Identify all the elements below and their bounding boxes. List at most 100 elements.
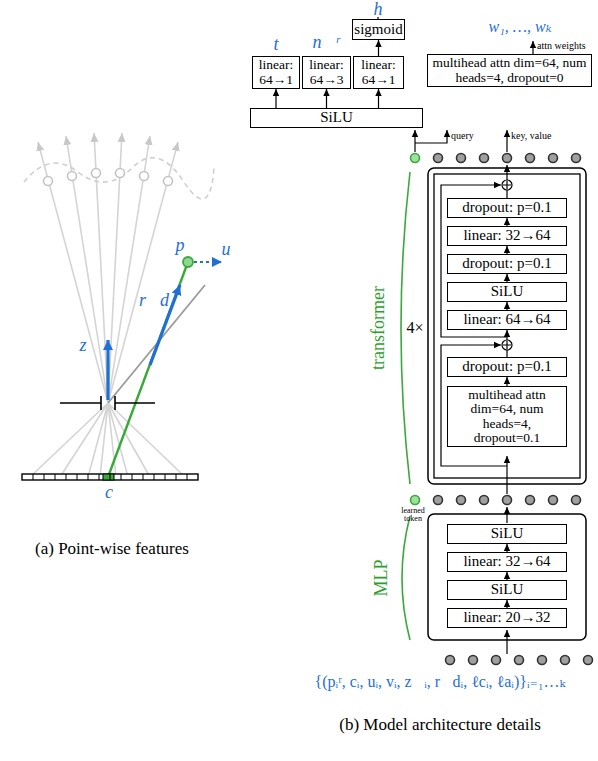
pixel-label: c	[105, 483, 113, 503]
subcaption: (b) Model architecture details	[339, 716, 541, 735]
repeat-block-outline	[434, 174, 580, 478]
group-label: MLP	[372, 559, 392, 596]
activation-box: SiLU	[447, 524, 567, 544]
linear-layer: linear: 64→3	[302, 56, 351, 89]
activation-box: SiLU	[447, 282, 567, 302]
token-dot	[492, 656, 501, 665]
token-dot	[457, 154, 466, 163]
output-label: w₁, …, wₖ	[489, 18, 552, 36]
output-label: h	[374, 0, 383, 20]
vector-label: z⃗	[79, 336, 100, 356]
flow-arrow	[506, 246, 507, 254]
note-label: learned token	[399, 507, 427, 523]
depth-curve	[24, 158, 214, 199]
linear-layer: linear: 32→64	[447, 226, 567, 246]
sigmoid-box: sigmoid	[352, 19, 405, 40]
activation-box: SiLU	[250, 108, 423, 128]
note-label: attn weights	[537, 40, 586, 51]
node-label: linear: 64→3	[303, 58, 350, 86]
node-label: linear: 64→64	[463, 312, 550, 328]
flow-arrow	[506, 274, 507, 282]
pixel-ray	[108, 262, 188, 477]
node-label: SiLU	[491, 582, 524, 598]
token-dot	[526, 496, 535, 505]
linear-layer: linear: 64→1	[353, 56, 404, 89]
token-dot	[434, 496, 443, 505]
z-axis-arrow	[106, 340, 109, 400]
note-label: query	[451, 130, 474, 141]
token-dot	[572, 154, 581, 163]
node-label: linear: 64→1	[354, 58, 403, 86]
point-label: u	[222, 240, 231, 260]
token-dot	[503, 496, 512, 505]
token-dot	[572, 496, 581, 505]
node-label: SiLU	[320, 110, 353, 126]
token-dot	[503, 154, 512, 163]
node-label: linear: 32→64	[463, 228, 550, 244]
learned-token-dot	[411, 154, 420, 163]
dropout-box: dropout: p=0.1	[447, 357, 567, 377]
token-dot	[561, 656, 570, 665]
token-dot	[515, 656, 524, 665]
node-label: sigmoid	[354, 22, 402, 38]
node-label: linear: 64→1	[253, 58, 299, 86]
learned-token-dot	[411, 496, 420, 505]
output-label: t	[273, 35, 278, 55]
token-dot	[480, 496, 489, 505]
token-dot	[434, 154, 443, 163]
flow-arrow	[506, 377, 507, 386]
flow-arrow	[506, 302, 507, 310]
mlp-outline	[428, 514, 586, 640]
node-label: dropout: p=0.1	[462, 359, 551, 375]
input-label: {(pᵢʳ, cᵢ, uᵢ, vᵢ, z⃗ᵢ, r⃗dᵢ, ℓcᵢ, ℓaᵢ)}…	[315, 673, 566, 691]
token-dot	[584, 656, 593, 665]
group-label: transformer	[369, 286, 389, 370]
token-rows	[411, 154, 593, 665]
node-label: multihead attn dim=64, num heads=4, drop…	[448, 388, 566, 445]
token-dot	[457, 496, 466, 505]
camera-rays	[30, 133, 185, 477]
attention-box: multihead attn dim=64, num heads=4, drop…	[447, 386, 567, 447]
repeat-count: 4×	[406, 319, 423, 337]
flow-arrow	[378, 40, 379, 56]
linear-layer: linear: 64→64	[447, 310, 567, 330]
node-label: SiLU	[491, 526, 524, 542]
lens-plane	[60, 396, 155, 410]
linear-layer: linear: 32→64	[447, 552, 567, 572]
mlp-bracket	[402, 516, 410, 640]
token-dot	[446, 656, 455, 665]
output-label: n⃗ʳ	[313, 33, 340, 53]
flow-arrow	[275, 89, 276, 108]
linear-layer: linear: 64→1	[252, 56, 300, 89]
token-dot	[549, 154, 558, 163]
subcaption: (a) Point-wise features	[35, 540, 189, 559]
token-dot	[538, 656, 547, 665]
dropout-box: dropout: p=0.1	[447, 198, 567, 218]
neighbour-ray	[108, 285, 205, 403]
flow-arrow	[378, 89, 379, 108]
node-label: linear: 32→64	[463, 554, 550, 570]
flow-arrow	[506, 600, 507, 608]
point-p	[183, 257, 193, 267]
node-label: linear: 20→32	[463, 610, 550, 626]
token-dot	[549, 496, 558, 505]
flow-arrow	[326, 89, 327, 108]
token-dot	[526, 154, 535, 163]
token-dot	[480, 154, 489, 163]
node-label: SiLU	[491, 284, 524, 300]
point-label: p	[176, 236, 185, 256]
node-label: dropout: p=0.1	[462, 256, 551, 272]
sample-points	[44, 169, 173, 186]
u-arrow	[194, 261, 222, 263]
flow-arrow	[506, 218, 507, 226]
sensor	[22, 474, 198, 480]
flow-arrow	[506, 572, 507, 580]
vector-label: r⃗d	[139, 291, 169, 311]
activation-box: SiLU	[447, 580, 567, 600]
transformer-outline	[428, 168, 586, 484]
node-label: dropout: p=0.1	[462, 200, 551, 216]
linear-layer: linear: 20→32	[447, 608, 567, 628]
flow-arrow	[506, 544, 507, 552]
node-label: multihead attn dim=64, num heads=4, drop…	[428, 56, 591, 84]
